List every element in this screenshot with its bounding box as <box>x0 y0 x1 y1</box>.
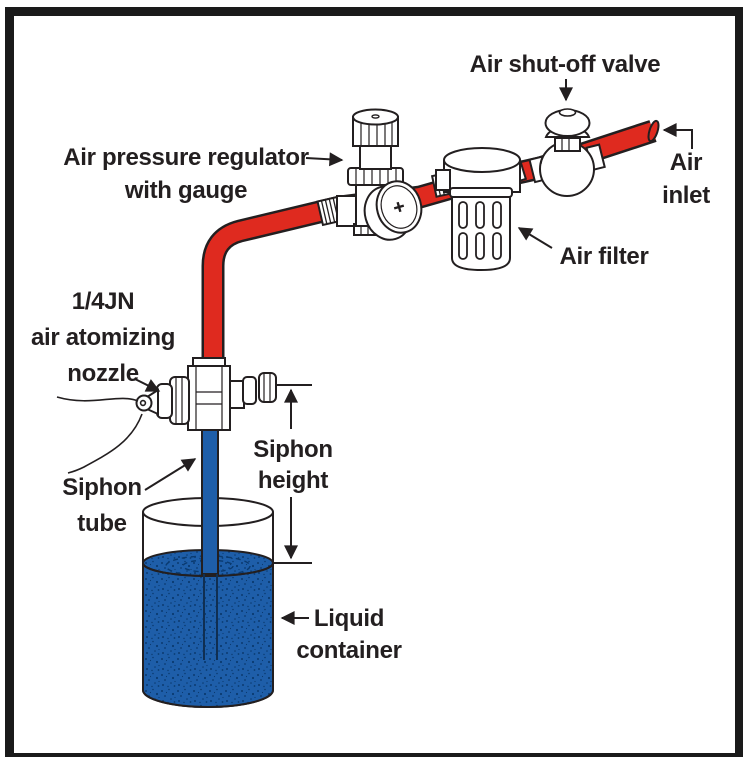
air-shut-off-valve <box>528 108 606 197</box>
atomizing-nozzle <box>56 357 277 474</box>
air-inlet-pipe <box>201 119 660 370</box>
regulator-arrow <box>305 152 344 167</box>
atomizing-nozzle-label: 1/4JN air atomizing nozzle <box>30 288 176 387</box>
gauge-screw-icon <box>393 201 405 213</box>
air-inlet-arrow <box>662 123 693 149</box>
air-inlet-label: Air inlet <box>662 149 710 209</box>
air-pressure-regulator-label: Air pressure regulator with gauge <box>63 144 309 204</box>
air-shut-off-valve-label: Air shut-off valve <box>469 51 661 78</box>
siphon-tube <box>142 427 274 660</box>
air-pressure-regulator <box>336 108 423 241</box>
spray-lines <box>56 396 143 474</box>
pipe-end-cap <box>647 119 660 143</box>
annotation-arrows <box>134 79 693 625</box>
air-filter <box>435 147 521 272</box>
siphon-height-dimension <box>274 384 312 564</box>
liquid-container-label: Liquid container <box>296 605 402 664</box>
filter-arrow <box>517 227 553 249</box>
pressure-gauge <box>363 180 423 241</box>
air-filter-label: Air filter <box>559 243 649 270</box>
siphon-height-label: Siphon height <box>253 436 333 494</box>
nozzle-arrow <box>134 378 161 392</box>
siphon-tube-arrow <box>144 458 197 491</box>
liquid-container <box>141 497 274 708</box>
diagram-frame <box>5 7 743 757</box>
siphon-tube-label: Siphon tube <box>62 474 142 537</box>
